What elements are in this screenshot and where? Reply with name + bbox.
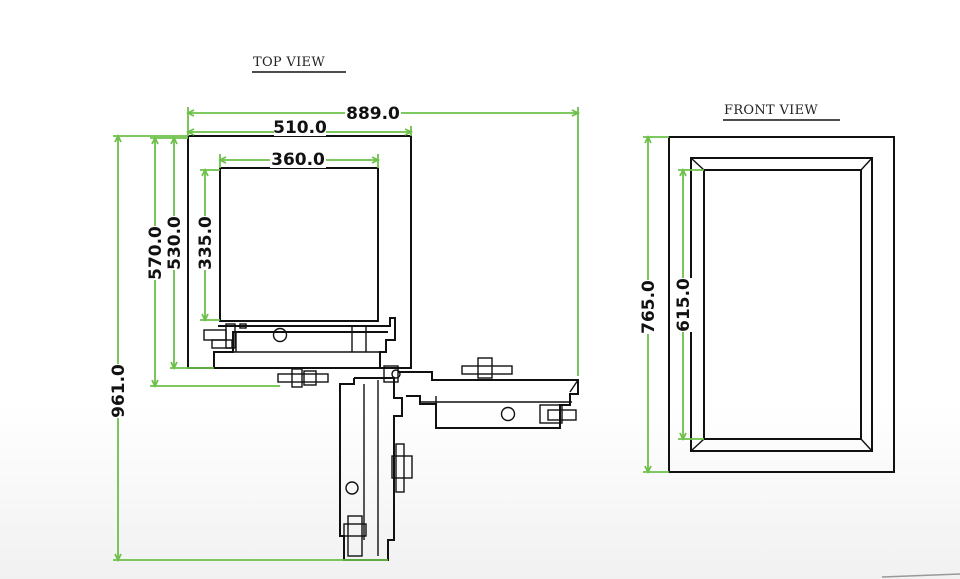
dim-label-front-inner-height: 615.0 xyxy=(674,278,694,332)
door-pivot-circle xyxy=(272,327,288,343)
front-view: FRONT VIEW 765.0 6 xyxy=(639,103,895,475)
dim-label-overall-width: 889.0 xyxy=(346,104,400,124)
dimension-inner-depth: 335.0 xyxy=(196,167,220,323)
door-assembly-open-down xyxy=(339,365,413,561)
dim-label-inner-depth: 335.0 xyxy=(196,216,216,270)
dim-label-body-width: 510.0 xyxy=(273,118,327,138)
front-door-frame-inner xyxy=(703,169,862,440)
dim-label-front-height: 765.0 xyxy=(639,280,659,334)
front-view-title: FRONT VIEW xyxy=(724,103,818,118)
front-cabinet-outline xyxy=(668,136,895,473)
dim-label-inner-width: 360.0 xyxy=(271,150,325,170)
edge-artifact-line xyxy=(881,573,960,578)
dimension-front-height: 765.0 xyxy=(639,134,669,475)
dimension-overall-width: 889.0 xyxy=(185,104,581,376)
open-down-pivot-circle xyxy=(345,481,359,495)
handle-block xyxy=(203,329,227,341)
dimension-front-inner-height: 615.0 xyxy=(674,167,704,442)
dimension-depth-570: 570.0 xyxy=(146,135,280,389)
door-assembly-open-right xyxy=(398,357,579,429)
dim-label-overall-depth: 961.0 xyxy=(109,364,129,418)
dimension-inner-width: 360.0 xyxy=(217,150,381,170)
dim-label-depth-570: 570.0 xyxy=(146,226,166,280)
hinge-bottom xyxy=(277,368,329,388)
top-view: TOP VIEW xyxy=(109,55,581,563)
top-view-title: TOP VIEW xyxy=(253,55,325,70)
dimension-body-width: 510.0 xyxy=(185,118,414,138)
dimension-depth-530: 530.0 xyxy=(165,135,214,371)
door-assembly-closed xyxy=(203,317,396,368)
dim-label-depth-530: 530.0 xyxy=(165,216,185,270)
front-door-bevels xyxy=(690,157,873,452)
dimension-overall-depth: 961.0 xyxy=(109,133,388,563)
open-door-pivot-circle xyxy=(500,406,516,422)
front-door-frame-outer xyxy=(690,157,873,452)
cabinet-inner-outline xyxy=(219,167,379,322)
